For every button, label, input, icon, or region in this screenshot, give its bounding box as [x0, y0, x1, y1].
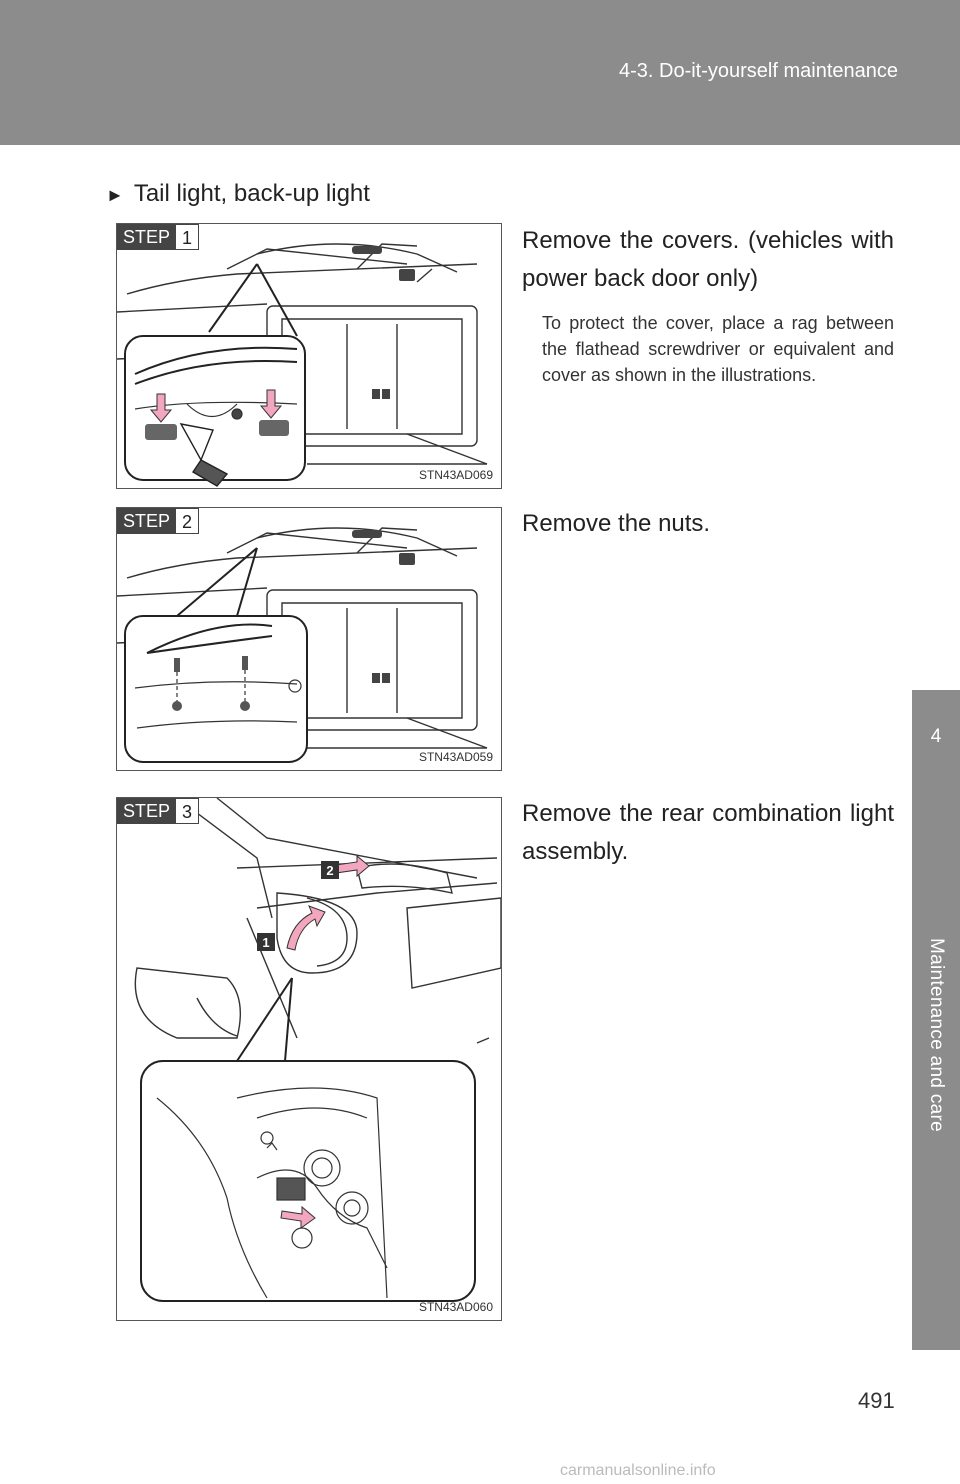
- section-title: 4-3. Do-it-yourself maintenance: [618, 60, 898, 82]
- step2-text: Remove the nuts.: [522, 505, 894, 543]
- step1-instruction: Remove the covers. (vehicles with power …: [522, 227, 894, 292]
- chapter-title: Maintenance and care: [926, 937, 947, 1133]
- page-header: 4-3. Do-it-yourself maintenance: [0, 0, 960, 145]
- step1-text: Remove the covers. (vehicles with power …: [522, 222, 894, 388]
- step3-callouts: 1 2: [257, 861, 339, 951]
- page-number: 491: [858, 1388, 895, 1413]
- callout-2: 2: [326, 863, 333, 878]
- step1-note: To protect the cover, place a rag betwee…: [542, 313, 894, 385]
- step3-instruction: Remove the rear combination light assemb…: [522, 800, 894, 865]
- step1-figure-code: STN43AD069: [418, 468, 493, 482]
- step2-instruction: Remove the nuts.: [522, 510, 711, 537]
- footer-watermark: carmanualsonline.info: [560, 1462, 716, 1479]
- chapter-tab: 4 Maintenance and care: [912, 690, 960, 1350]
- triangle-bullet-icon: ►: [106, 185, 124, 205]
- step2-illustration: [117, 527, 488, 763]
- step3-illustration: 1 2: [134, 798, 501, 1302]
- step1-illustration: [117, 243, 488, 487]
- step2-figure-code: STN43AD059: [418, 750, 493, 764]
- subheading: ► Tail light, back-up light: [106, 180, 370, 208]
- callout-1: 1: [262, 935, 269, 950]
- chapter-number: 4: [930, 726, 942, 747]
- subheading-text: Tail light, back-up light: [133, 180, 370, 207]
- step3-figure-code: STN43AD060: [418, 1300, 493, 1314]
- step3-text: Remove the rear combination light assemb…: [522, 795, 894, 871]
